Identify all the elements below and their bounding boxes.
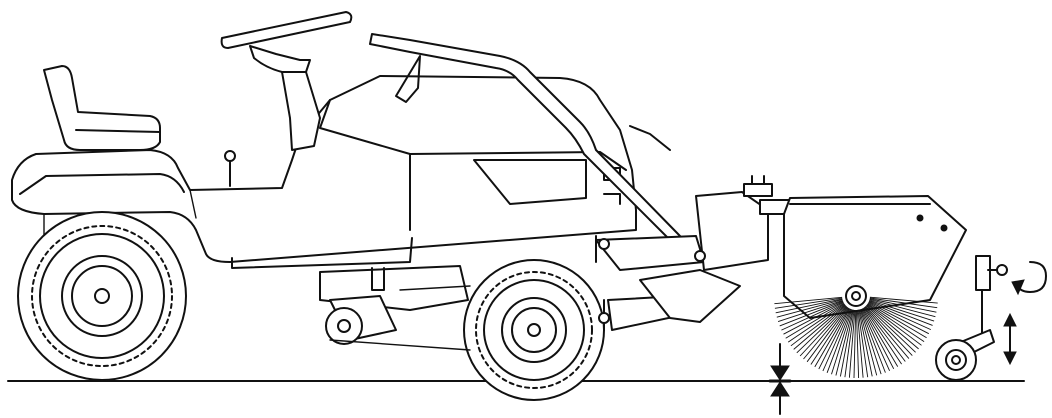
bristle [867,302,927,339]
mounting-frame [595,191,769,331]
bristle [803,306,848,360]
bristle [865,305,913,356]
bristle [861,308,891,371]
bristle [859,309,878,376]
bristle [826,308,852,373]
bristle [783,302,844,335]
bristle [855,309,860,379]
bristle [781,301,844,331]
bristle [814,307,850,368]
broom-housing [783,195,967,319]
seat [43,65,161,151]
bristle [869,299,936,318]
height-adjust-arrow-icon [1003,312,1017,366]
bristle [793,304,846,350]
bristle [785,302,845,339]
bristle [862,308,895,370]
bristle [818,308,851,370]
hydraulic-cylinder [743,175,791,215]
bristle [790,304,846,347]
bristle [799,305,847,357]
side-window [473,159,587,205]
bristle [776,299,843,318]
bristle [866,304,919,350]
bristle [853,309,857,379]
bristle [774,297,843,309]
front-wheel [463,259,605,401]
bristle [864,306,906,362]
bristle [864,306,910,359]
undercarriage [319,265,471,351]
bristle [869,298,937,313]
bristle [869,297,938,309]
tractor-body [11,65,637,269]
bristle [868,300,933,326]
bristle [866,304,922,346]
support-wheel-assembly [935,255,1008,381]
bristle [777,299,843,323]
bristle [857,309,869,378]
bristle [822,308,851,372]
rotation-direction-arrow-icon [1011,261,1047,296]
steering-assembly [220,11,353,187]
bristle [835,309,854,376]
bristle [787,303,845,343]
bristle [865,305,916,353]
bristle [869,299,935,322]
bristle [862,307,899,367]
bristle [869,296,938,304]
broom-bristles [774,296,938,379]
bristle [839,309,854,377]
bristle [858,309,873,377]
bristle [868,301,931,331]
bristle [868,302,930,335]
bristle [859,309,882,375]
rear-wheel [17,211,187,381]
bristle [856,309,864,378]
bristle [806,306,849,363]
ground-clearance-arrow-icon [768,343,792,415]
bristle [810,307,849,365]
bristle [844,309,855,378]
bristle [779,300,844,327]
bristle [863,307,902,365]
bristle [775,298,843,314]
bristle [867,303,925,342]
bristle [831,309,853,375]
bristle [860,308,886,373]
bristle [774,296,843,305]
bristle [796,305,847,354]
bristle [848,309,856,378]
